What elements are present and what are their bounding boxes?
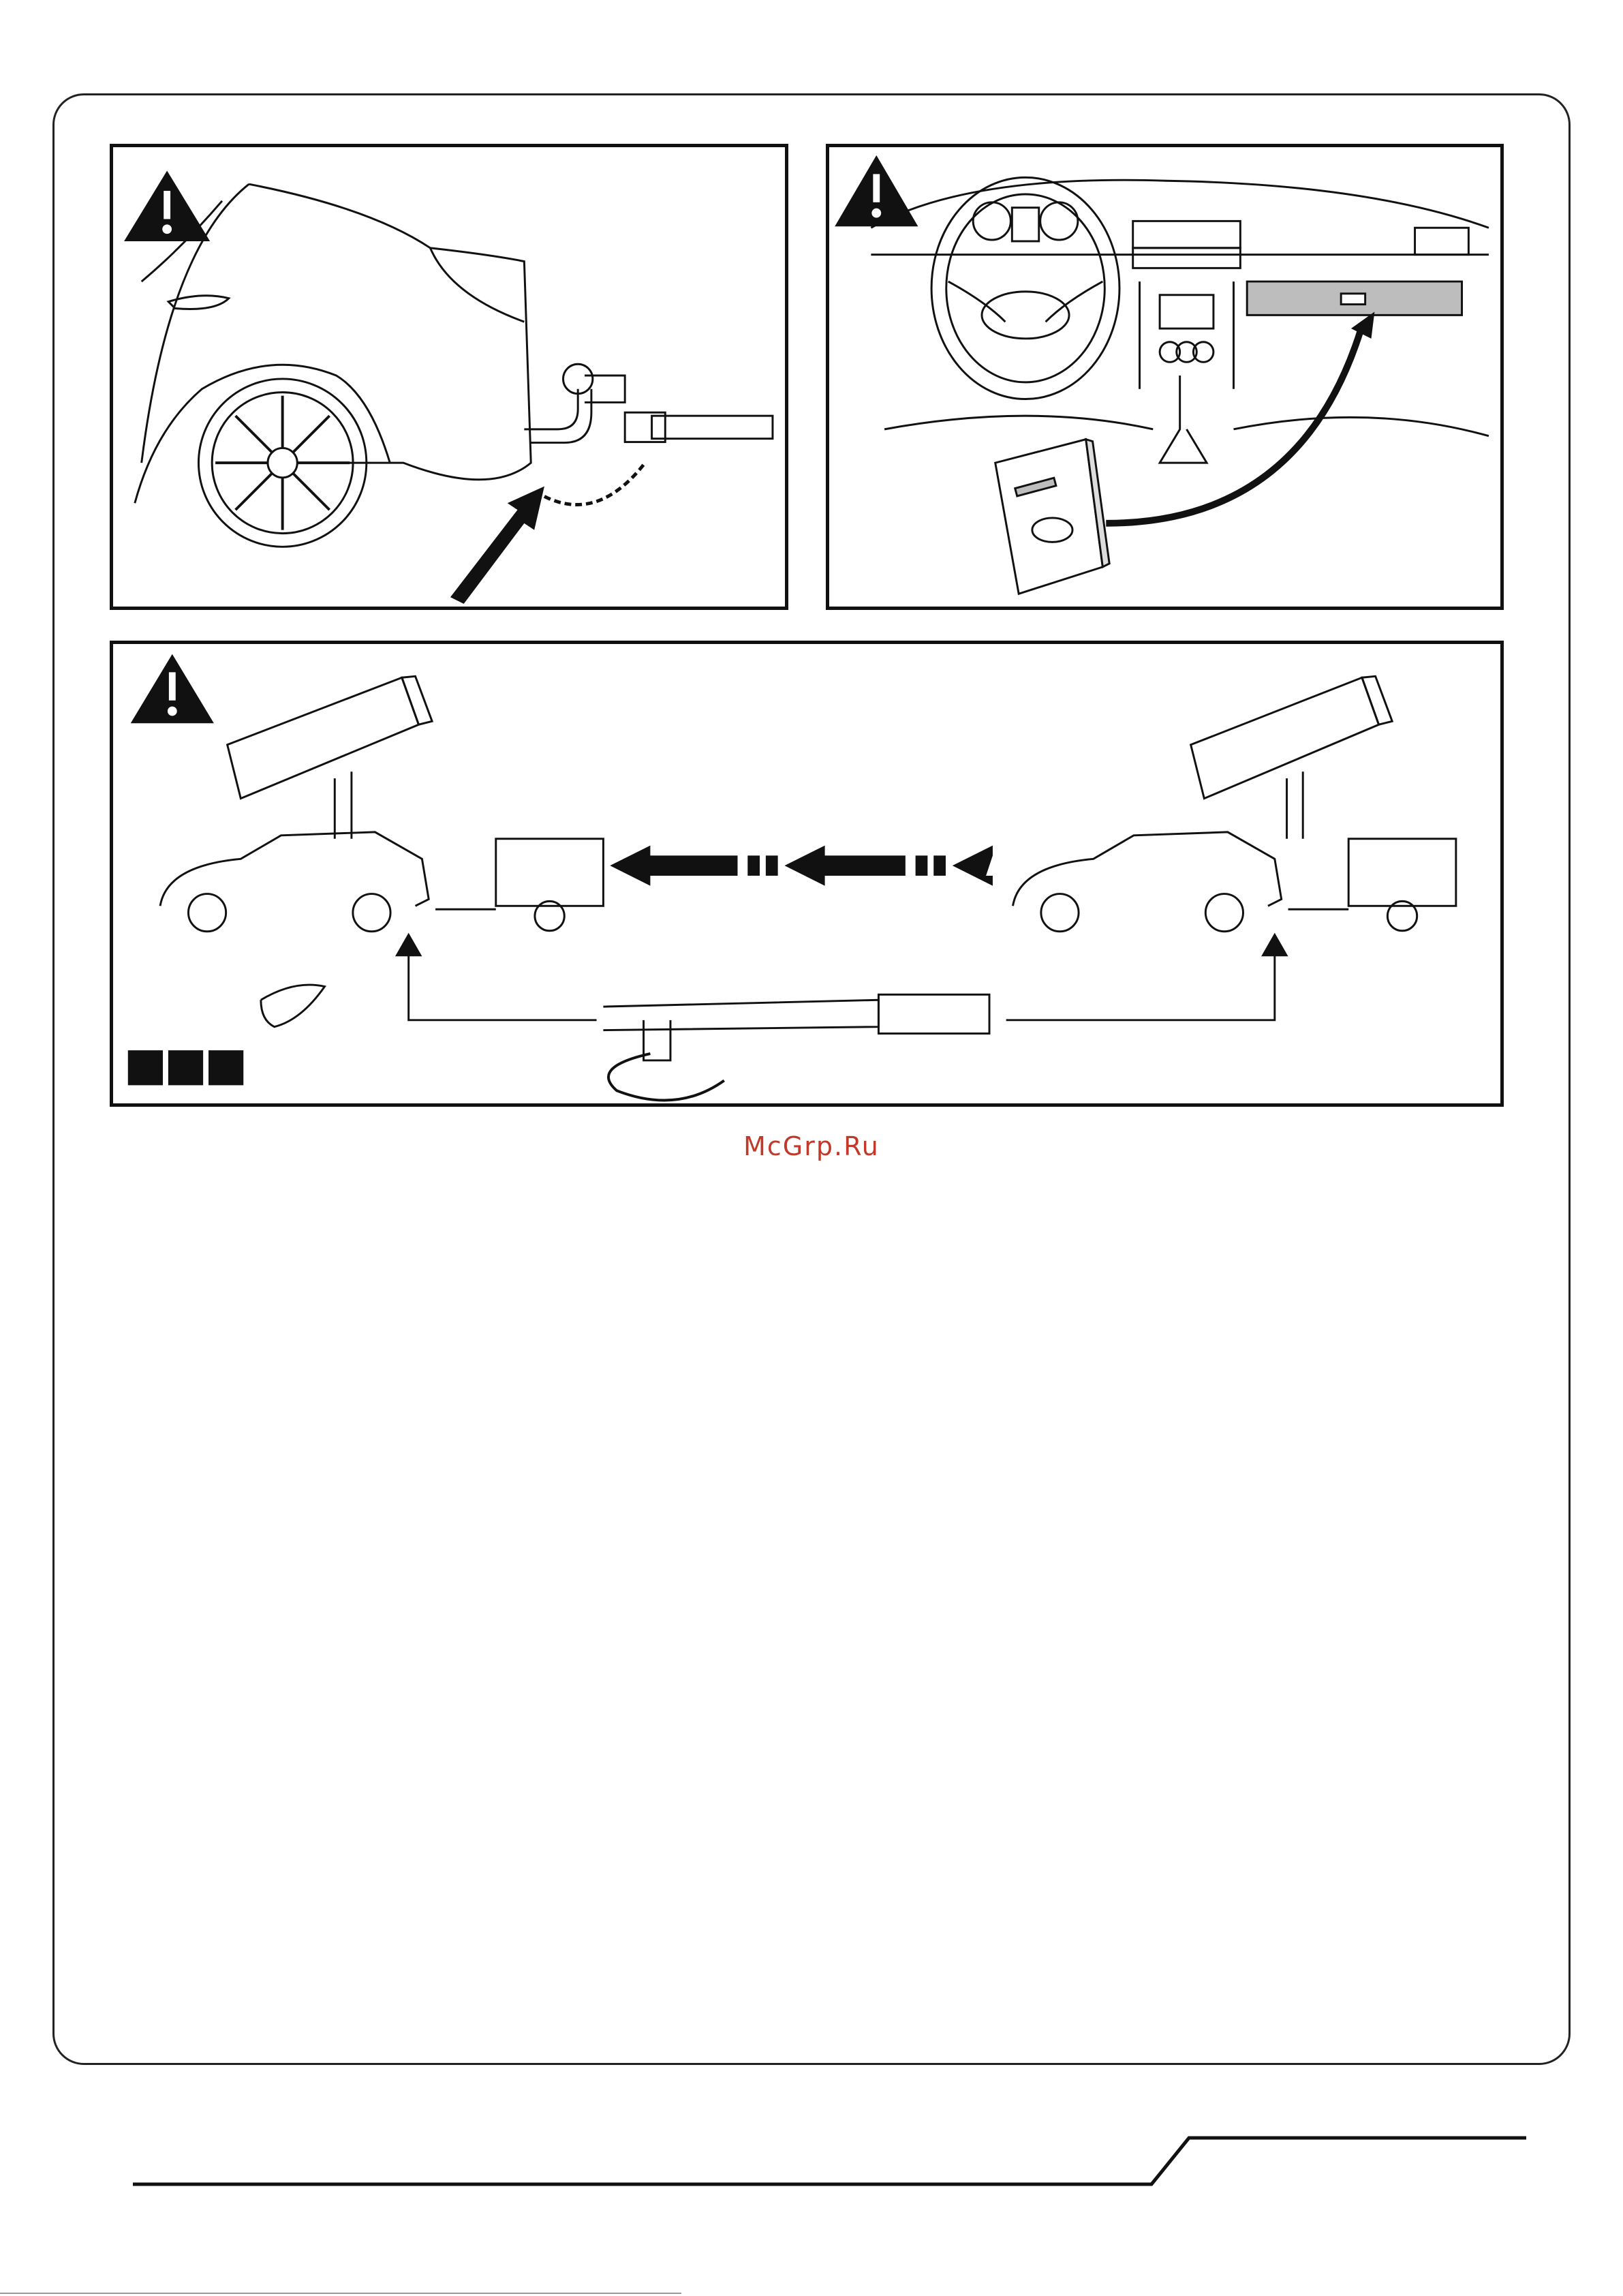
watermark-text: McGrp.Ru bbox=[0, 1131, 1623, 1161]
towing-sequence-illustration bbox=[113, 644, 1500, 1103]
warning-triangle-icon bbox=[124, 170, 210, 241]
dashboard-illustration bbox=[829, 147, 1500, 607]
towbar-rear-illustration bbox=[113, 147, 785, 607]
warning-triangle-icon bbox=[835, 155, 918, 226]
towbar-rear-panel bbox=[110, 144, 788, 610]
warning-triangle-icon bbox=[131, 654, 214, 723]
towing-check-panel bbox=[110, 641, 1504, 1107]
dashboard-manual-panel bbox=[826, 144, 1504, 610]
